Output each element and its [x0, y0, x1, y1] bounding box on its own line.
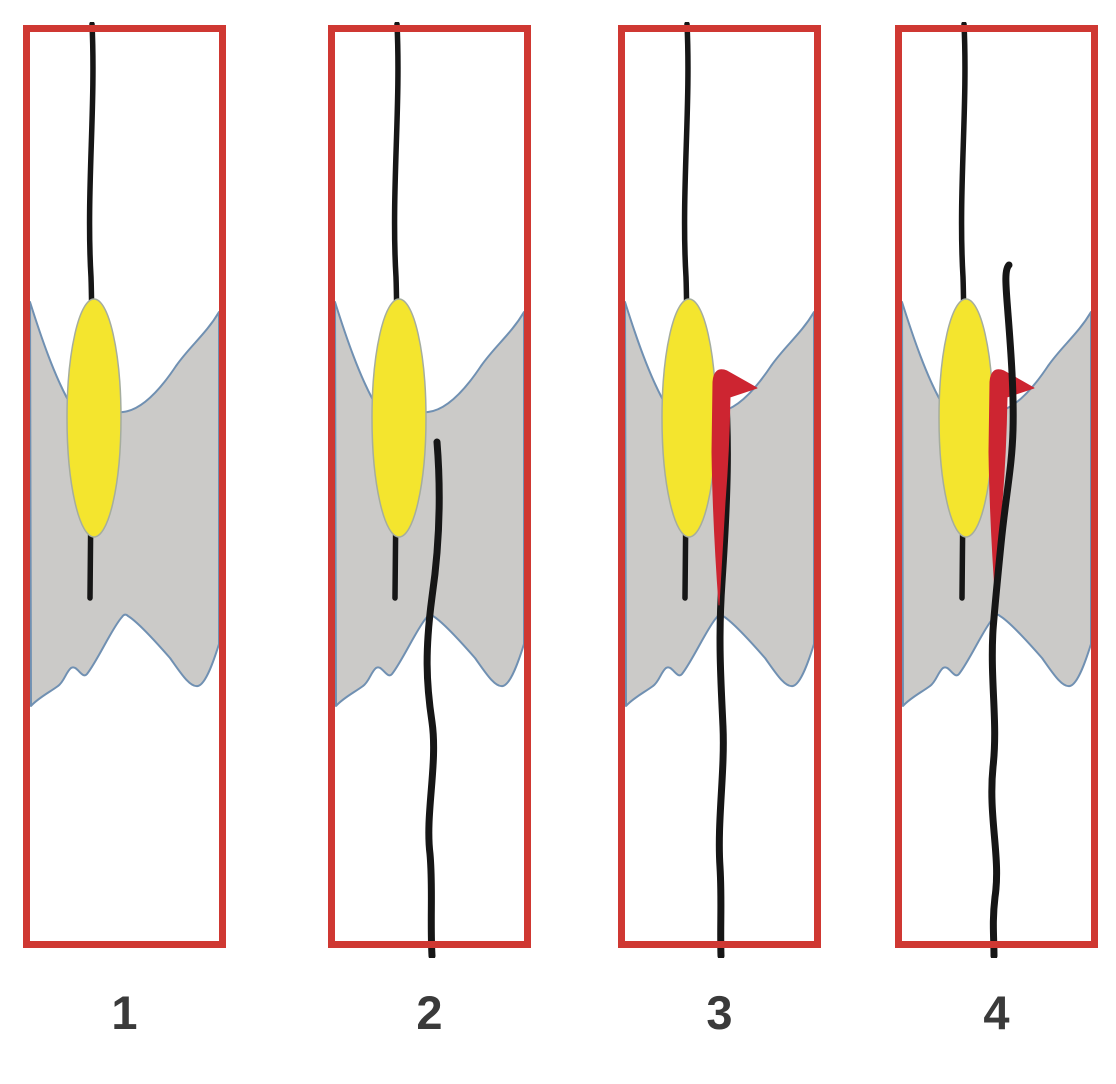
- dissection-flap: [988, 369, 1035, 606]
- retrograde-guidewire: [423, 438, 443, 958]
- occlusion: [29, 301, 220, 707]
- vessel-wall: [328, 25, 531, 948]
- panel-label-1: 1: [111, 986, 138, 1039]
- panel-label-3: 3: [706, 986, 733, 1039]
- plaque: [661, 298, 717, 538]
- vessel-wall: [23, 25, 226, 948]
- panel-label-2: 2: [416, 986, 443, 1039]
- retrograde-guidewire: [988, 261, 1017, 958]
- vessel-wall: [618, 25, 821, 948]
- panel-1: [23, 22, 226, 948]
- panel-3: [618, 22, 821, 958]
- panel-2: [328, 22, 531, 958]
- plaque: [938, 298, 994, 538]
- plaque: [66, 298, 122, 538]
- panel-4: [895, 22, 1098, 958]
- panel-label-4: 4: [983, 986, 1010, 1039]
- plaque: [371, 298, 427, 538]
- vessel-wall: [895, 25, 1098, 948]
- dissection-flap: [711, 369, 758, 606]
- retrograde-guidewire: [715, 380, 731, 958]
